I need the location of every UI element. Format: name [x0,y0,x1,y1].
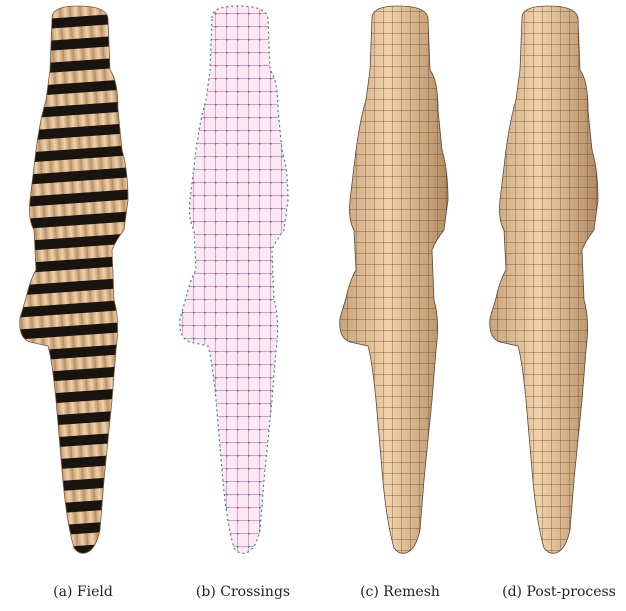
panel-post-process [470,0,626,570]
caption-field: (a) Field [38,584,128,606]
caption-post-process: (d) Post-process [494,584,624,606]
field-statue-image [0,0,156,570]
post-process-statue-image [470,0,626,570]
crossings-statue-image [160,0,316,570]
panel-crossings [160,0,316,570]
panel-field [0,0,156,570]
caption-remesh: (c) Remesh [350,584,450,606]
caption-crossings: (b) Crossings [188,584,298,606]
panel-remesh [320,0,476,570]
remesh-statue-image [320,0,476,570]
